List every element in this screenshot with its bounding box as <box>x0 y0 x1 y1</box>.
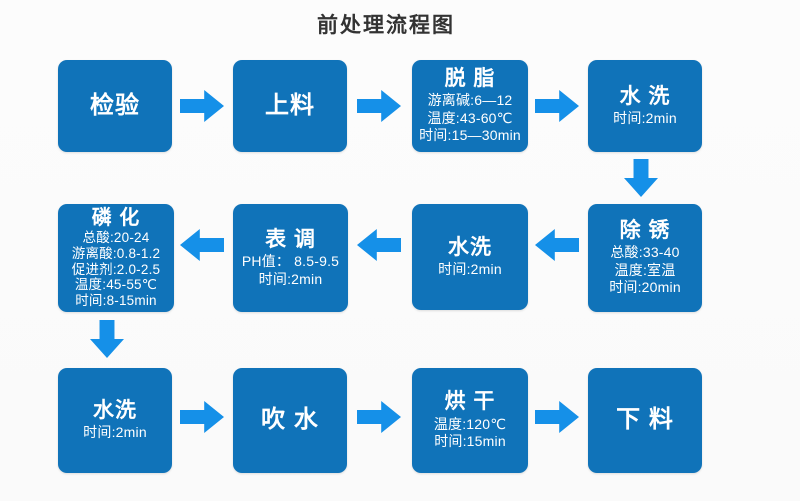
param-line: 温度:43-60℃ <box>427 109 513 126</box>
node-title: 除 锈 <box>619 219 671 243</box>
node-parameters: 时间:2min <box>613 110 677 128</box>
arrow-left-icon <box>535 229 579 261</box>
node-parameters: 温度:120℃ 时间:15min <box>434 416 506 451</box>
arrow-down-icon <box>624 159 658 197</box>
flow-node-water-wash-1: 水 洗 时间:2min <box>588 60 702 152</box>
flow-node-water-wash-2: 水洗 时间:2min <box>412 204 528 310</box>
node-title: 上料 <box>265 91 315 119</box>
param-line: 游离碱:6—12 <box>427 92 513 109</box>
param-line: 温度:120℃ <box>433 415 507 432</box>
param-line: 时间:15min <box>434 433 506 450</box>
flow-node-drying: 烘 干 温度:120℃ 时间:15min <box>412 368 528 473</box>
node-title: 水洗 <box>448 235 492 259</box>
param-line: 总酸:33-40 <box>610 244 680 261</box>
arrow-left-icon <box>180 229 224 261</box>
param-line: PH值： 8.5-9.5 <box>241 253 340 270</box>
node-title: 吹 水 <box>261 406 319 434</box>
arrow-right-icon <box>535 90 579 122</box>
arrow-right-icon <box>180 401 224 433</box>
param-line: 温度:室温 <box>614 261 676 278</box>
node-title: 水 洗 <box>619 84 671 108</box>
flow-node-rust-removal: 除 锈 总酸:33-40 温度:室温 时间:20min <box>588 204 702 312</box>
flow-node-unloading: 下 料 <box>588 368 702 473</box>
node-title: 磷 化 <box>91 206 141 229</box>
arrow-down-icon <box>90 320 124 358</box>
arrow-right-icon <box>535 401 579 433</box>
node-title: 脱 脂 <box>444 67 496 91</box>
node-parameters: 时间:2min <box>83 424 147 442</box>
node-parameters: PH值： 8.5-9.5 时间:2min <box>242 253 339 288</box>
param-line: 时间:20min <box>609 279 681 296</box>
node-title: 检验 <box>90 91 140 119</box>
node-parameters: 游离碱:6—12 温度:43-60℃ 时间:15—30min <box>419 92 521 145</box>
flow-node-blow-water: 吹 水 <box>233 368 347 473</box>
flow-node-degreasing: 脱 脂 游离碱:6—12 温度:43-60℃ 时间:15—30min <box>412 60 528 152</box>
param-line: 时间:2min <box>83 424 147 441</box>
param-line: 时间:2min <box>613 109 677 126</box>
arrow-right-icon <box>357 90 401 122</box>
flow-node-surface-conditioning: 表 调 PH值： 8.5-9.5 时间:2min <box>233 204 348 312</box>
param-line: 游离酸:0.8-1.2 <box>71 245 161 261</box>
arrow-right-icon <box>357 401 401 433</box>
node-parameters: 时间:2min <box>438 261 502 279</box>
flow-node-inspection: 检验 <box>58 60 172 152</box>
flow-node-water-wash-3: 水洗 时间:2min <box>58 368 172 473</box>
param-line: 促进剂:2.0-2.5 <box>71 261 161 277</box>
page-title: 前处理流程图 <box>317 14 455 37</box>
param-line: 时间:8-15min <box>75 293 157 309</box>
param-line: 时间:2min <box>438 260 502 277</box>
param-line: 总酸:20-24 <box>82 229 150 245</box>
node-parameters: 总酸:20-24 游离酸:0.8-1.2 促进剂:2.0-2.5 温度:45-5… <box>72 230 160 310</box>
flow-node-loading: 上料 <box>233 60 347 152</box>
flow-node-phosphating: 磷 化 总酸:20-24 游离酸:0.8-1.2 促进剂:2.0-2.5 温度:… <box>58 204 174 312</box>
node-title: 表 调 <box>265 227 316 251</box>
node-title: 下 料 <box>616 406 674 434</box>
node-title: 烘 干 <box>444 390 496 414</box>
param-line: 温度:45-55℃ <box>74 277 158 293</box>
node-title: 水洗 <box>93 399 137 423</box>
arrow-right-icon <box>180 90 224 122</box>
param-line: 时间:2min <box>258 270 323 287</box>
param-line: 时间:15—30min <box>419 127 521 144</box>
arrow-left-icon <box>357 229 401 261</box>
node-parameters: 总酸:33-40 温度:室温 时间:20min <box>609 244 681 297</box>
